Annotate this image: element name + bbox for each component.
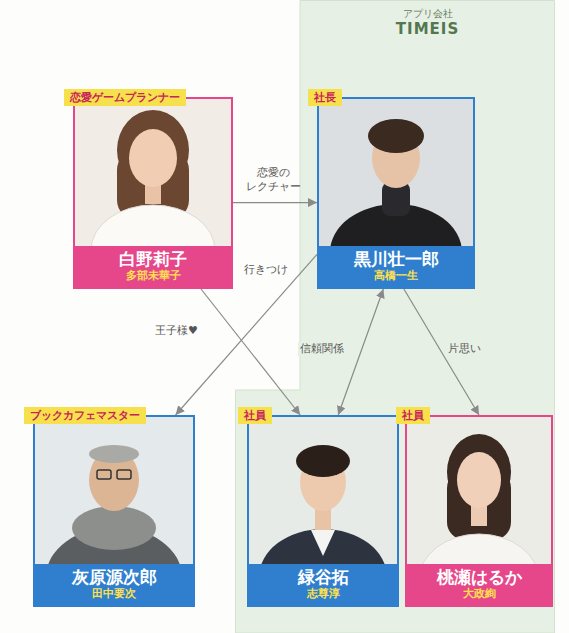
label-anchor: 信頼関係 bbox=[298, 342, 346, 356]
actor-name: 大政絢 bbox=[463, 587, 496, 601]
character-card: 社員桃瀬はるか大政絢 bbox=[405, 415, 553, 607]
character-name: 緑谷拓 bbox=[298, 567, 349, 587]
portrait bbox=[405, 415, 553, 607]
label-anchor: 行きつけ bbox=[242, 263, 290, 277]
label-anchor: 片思い bbox=[446, 342, 483, 356]
company-region-shape bbox=[235, 0, 555, 633]
character-name: 白野莉子 bbox=[119, 249, 187, 269]
name-band: 白野莉子多部未華子 bbox=[75, 246, 231, 287]
relation-label: 恋愛の レクチャー bbox=[236, 166, 310, 194]
actor-name: 高橋一生 bbox=[374, 269, 418, 283]
role-tag: 社員 bbox=[396, 407, 430, 424]
label-anchor: 恋愛の レクチャー bbox=[236, 166, 310, 194]
company-region-outline bbox=[236, 1, 555, 633]
label-anchor: 王子様♥ bbox=[153, 324, 200, 338]
role-tag: 社員 bbox=[238, 407, 272, 424]
character-name: 桃瀬はるか bbox=[437, 567, 522, 587]
relation-label: 王子様♥ bbox=[153, 324, 200, 338]
character-card: 社員緑谷拓志尊淳 bbox=[247, 415, 399, 607]
portrait bbox=[73, 97, 233, 289]
actor-name: 田中要次 bbox=[92, 587, 136, 601]
character-card: 社長黒川壮一郎高橋一生 bbox=[317, 97, 475, 289]
relation-arrow bbox=[201, 289, 300, 415]
company-region: アプリ会社TIMEIS社長黒川壮一郎高橋一生社員緑谷拓志尊淳社員桃瀬はるか大政絢 bbox=[235, 0, 555, 633]
relation-label: 信頼関係 bbox=[298, 342, 346, 356]
connector-group bbox=[176, 203, 479, 415]
relation-arrow bbox=[233, 202, 317, 203]
name-band: 桃瀬はるか大政絢 bbox=[407, 564, 551, 605]
portrait bbox=[317, 97, 475, 289]
relation-label: 片思い bbox=[446, 342, 483, 356]
role-tag: 恋愛ゲームプランナー bbox=[64, 89, 186, 106]
portrait bbox=[247, 415, 399, 607]
name-band: 灰原源次郎田中要次 bbox=[35, 564, 193, 605]
name-band: 黒川壮一郎高橋一生 bbox=[319, 246, 473, 287]
character-card: ブックカフェマスター灰原源次郎田中要次 bbox=[33, 415, 195, 607]
role-tag: 社長 bbox=[308, 89, 342, 106]
region-subtitle: アプリ会社 bbox=[300, 7, 555, 20]
character-card: 恋愛ゲームプランナー白野莉子多部未華子 bbox=[73, 97, 233, 289]
role-tag: ブックカフェマスター bbox=[24, 407, 146, 424]
portrait bbox=[33, 415, 195, 607]
region-title: TIMEIS bbox=[300, 20, 555, 38]
actor-name: 多部未華子 bbox=[126, 269, 181, 283]
character-name: 灰原源次郎 bbox=[72, 567, 157, 587]
character-name: 黒川壮一郎 bbox=[354, 249, 439, 269]
actor-name: 志尊淳 bbox=[307, 587, 340, 601]
region-heading: アプリ会社TIMEIS bbox=[300, 0, 555, 38]
name-band: 緑谷拓志尊淳 bbox=[249, 564, 397, 605]
relation-label: 行きつけ bbox=[242, 263, 290, 277]
